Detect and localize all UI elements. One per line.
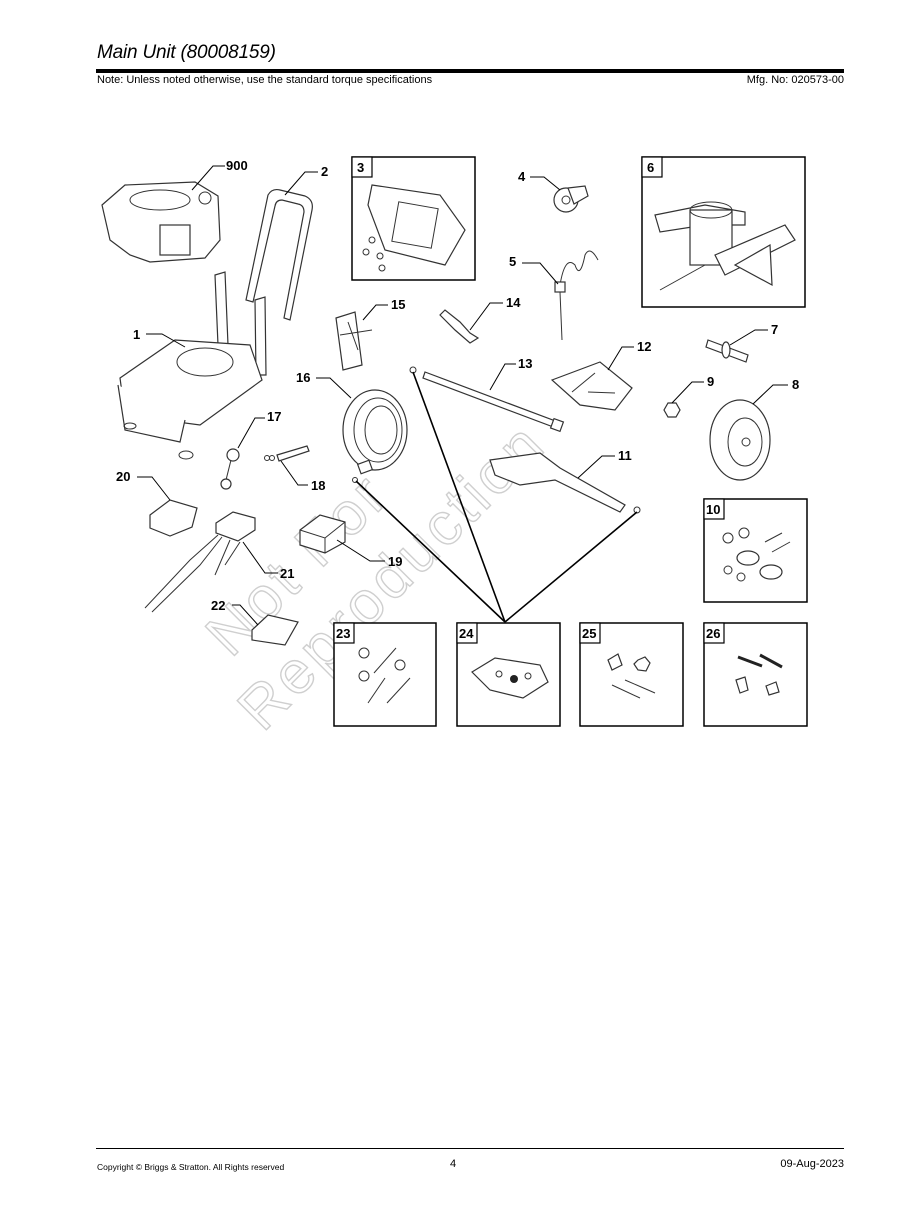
part-5-sensor[interactable]: 5 xyxy=(509,250,599,341)
callout-22: 22 xyxy=(211,598,225,613)
part-17-cap[interactable]: 17 xyxy=(220,409,281,490)
callout-16: 16 xyxy=(296,370,310,385)
header-rule xyxy=(96,69,844,73)
part-7-axle[interactable]: 7 xyxy=(705,322,778,363)
part-9-nut[interactable]: 9 xyxy=(663,374,714,418)
kit-box-number-26: 26 xyxy=(706,626,720,641)
callout-9: 9 xyxy=(707,374,714,389)
part-13-wand[interactable]: 13 xyxy=(409,356,565,433)
callout-7: 7 xyxy=(771,322,778,337)
callout-14: 14 xyxy=(506,295,521,310)
part-4-nozzle[interactable]: 4 xyxy=(518,169,589,213)
part-16-hose[interactable]: 16 xyxy=(296,370,408,483)
callout-18: 18 xyxy=(311,478,325,493)
callout-11: 11 xyxy=(618,448,632,463)
copyright-notice: Copyright © Briggs & Stratton. All Right… xyxy=(97,1162,285,1172)
callout-5: 5 xyxy=(509,254,516,269)
kit-box-number-24: 24 xyxy=(459,626,474,641)
callout-900: 900 xyxy=(226,158,248,173)
kit-box-23-bolts[interactable]: 23 xyxy=(333,622,437,727)
kit-box-number-10: 10 xyxy=(706,502,720,517)
part-900-engine[interactable]: 900 xyxy=(101,158,248,263)
part-21-harness[interactable]: 21 xyxy=(144,511,294,613)
kit-box-number-25: 25 xyxy=(582,626,596,641)
callout-4: 4 xyxy=(518,169,526,184)
publish-date: 09-Aug-2023 xyxy=(780,1158,844,1170)
callout-15: 15 xyxy=(391,297,405,312)
part-2-handle[interactable]: 2 xyxy=(245,164,328,321)
callout-8: 8 xyxy=(792,377,799,392)
callout-20: 20 xyxy=(116,469,130,484)
part-18-connector[interactable]: 18 xyxy=(264,445,326,493)
part-15-holder[interactable]: 15 xyxy=(335,297,405,371)
kit-box-number-6: 6 xyxy=(647,160,654,175)
page-title: Main Unit (80008159) xyxy=(97,42,276,63)
part-1-frame[interactable]: 1 xyxy=(117,271,267,460)
callout-19: 19 xyxy=(388,554,402,569)
part-8-wheel[interactable]: 8 xyxy=(709,377,799,481)
mfg-number: Mfg. No: 020573-00 xyxy=(746,74,844,86)
part-11-spray-gun[interactable]: 11 xyxy=(489,448,641,514)
kit-box-10-isolators[interactable]: 10 xyxy=(703,498,808,603)
kit-box-6-pump[interactable]: 6 xyxy=(641,156,806,308)
kit-box-25-knobs-bolts[interactable]: 25 xyxy=(579,622,684,727)
callout-21: 21 xyxy=(280,566,294,581)
part-20-module[interactable]: 20 xyxy=(116,469,198,537)
kit-box-24-plate[interactable]: 24 xyxy=(456,622,561,727)
part-12-nozzle-bag[interactable]: 12 xyxy=(550,339,651,411)
kit-box-3-control-panel[interactable]: 3 xyxy=(351,156,476,281)
callout-17: 17 xyxy=(267,409,281,424)
footer-rule xyxy=(96,1148,844,1149)
callout-2: 2 xyxy=(321,164,328,179)
part-22-cover[interactable]: 22 xyxy=(211,598,299,646)
callout-12: 12 xyxy=(637,339,651,354)
kit-box-number-23: 23 xyxy=(336,626,350,641)
torque-note: Note: Unless noted otherwise, use the st… xyxy=(97,74,433,86)
kit-24-leader-lines xyxy=(355,371,638,623)
part-19-box[interactable]: 19 xyxy=(299,514,402,569)
callout-13: 13 xyxy=(518,356,532,371)
callout-1: 1 xyxy=(133,327,140,342)
part-14-bracket[interactable]: 14 xyxy=(439,295,521,344)
kit-box-26-bolts-clips[interactable]: 26 xyxy=(703,622,808,727)
page-number: 4 xyxy=(450,1158,457,1170)
kit-box-number-3: 3 xyxy=(357,160,364,175)
